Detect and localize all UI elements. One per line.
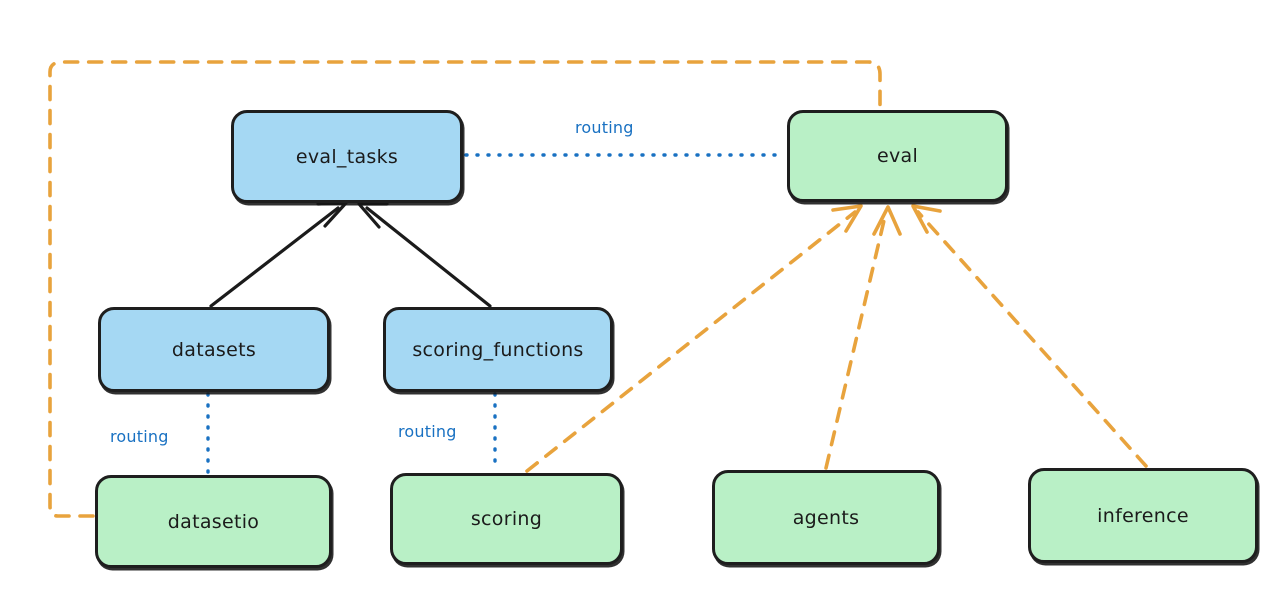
edge-label-routing-datasets-datasetio: routing: [110, 427, 169, 446]
edge-scoring-to-eval: [525, 204, 863, 473]
node-label-datasets: datasets: [171, 338, 257, 361]
edge-label-routing-scoring-functions-scoring: routing: [398, 422, 457, 441]
node-eval[interactable]: eval: [787, 110, 1008, 202]
node-label-eval-tasks: eval_tasks: [295, 145, 399, 168]
node-scoring[interactable]: scoring: [390, 473, 623, 565]
node-label-scoring-functions: scoring_functions: [412, 338, 584, 361]
node-scoring-functions[interactable]: scoring_functions: [383, 307, 613, 392]
node-label-scoring: scoring: [470, 508, 543, 530]
edge-scoring-functions-to-eval_tasks: [357, 202, 492, 308]
edge-agents-to-eval: [824, 205, 902, 470]
node-label-datasetio: datasetio: [167, 510, 260, 533]
node-inference[interactable]: inference: [1028, 468, 1258, 563]
node-agents[interactable]: agents: [712, 470, 940, 565]
edge-inference-to-eval: [911, 204, 1148, 468]
node-eval-tasks[interactable]: eval_tasks: [231, 110, 463, 203]
edge-datasetio-to-eval: [48, 60, 895, 518]
node-label-agents: agents: [792, 506, 860, 529]
edge-label-routing-eval-tasks-eval: routing: [575, 118, 634, 137]
node-label-inference: inference: [1097, 504, 1189, 527]
node-datasets[interactable]: datasets: [98, 307, 330, 392]
node-label-eval: eval: [876, 145, 919, 167]
node-datasetio[interactable]: datasetio: [95, 475, 332, 568]
edge-datasets-to-eval_tasks: [209, 201, 348, 308]
